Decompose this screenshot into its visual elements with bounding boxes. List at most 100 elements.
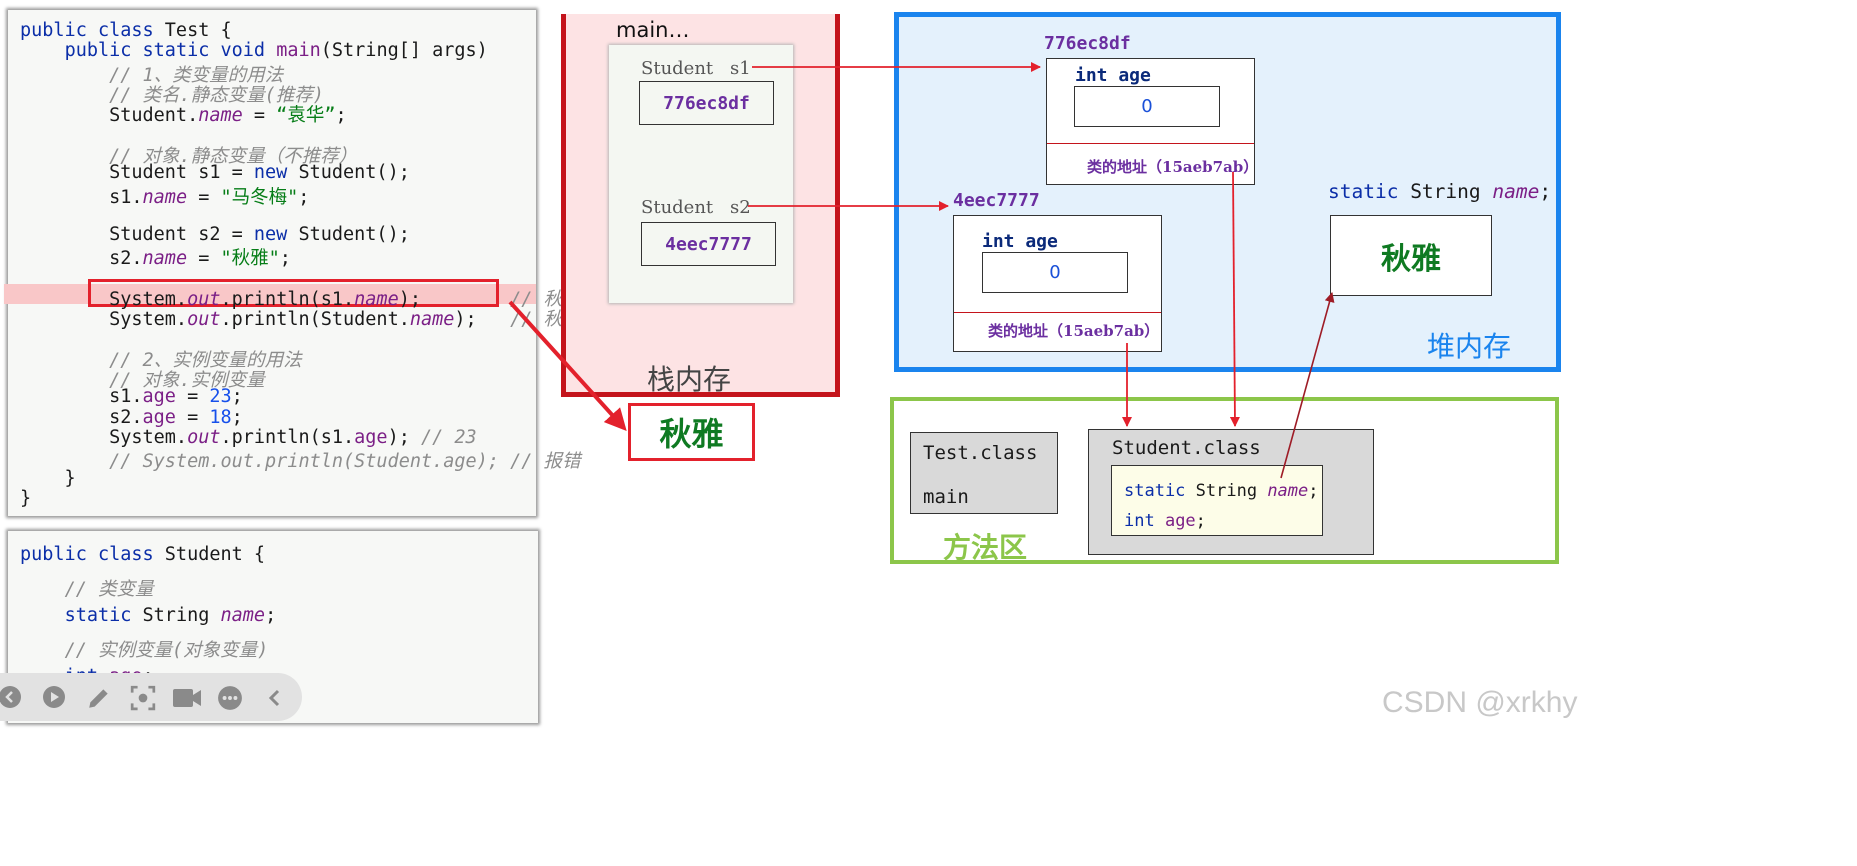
- test-class-box: Test.class main: [910, 432, 1058, 514]
- code-token: String: [131, 605, 221, 626]
- student-class-box: Student.class static String name; int ag…: [1088, 429, 1374, 555]
- code-token: .println(s1.: [220, 288, 355, 310]
- code-token: public static void: [64, 40, 266, 62]
- pen-icon[interactable]: [86, 685, 112, 711]
- object2-address: 4eec7777: [953, 190, 1040, 211]
- code-line: static String name;: [20, 605, 277, 626]
- code-token: =: [242, 105, 277, 127]
- code-token: name: [142, 247, 188, 269]
- code-token: ;: [279, 247, 291, 269]
- code-token: }: [20, 467, 76, 489]
- code-token: Student.: [20, 105, 199, 127]
- student-object-s1: int age 0 类的地址（15aeb7ab）: [1046, 58, 1259, 185]
- code-token: =: [175, 386, 210, 408]
- code-line: // 对象.静态变量（不推荐）: [20, 142, 357, 168]
- test-code-panel: public class Test { public static void m…: [4, 10, 581, 516]
- code-token: public class: [20, 544, 154, 565]
- code-token: (String[] args): [320, 40, 488, 62]
- code-token: =: [175, 406, 210, 428]
- code-token: s1.: [20, 186, 143, 208]
- code-token: // 2、实例变量的用法: [109, 349, 302, 371]
- code-line: Student.name = “袁华”;: [20, 101, 347, 127]
- code-token: Student();: [287, 223, 410, 245]
- code-token: s2.: [20, 247, 143, 269]
- code-token: ;: [298, 186, 310, 208]
- code-token: // 类变量: [64, 578, 154, 600]
- main-frame-title: main…: [616, 18, 690, 42]
- static-name-to-heap-arrow: [1280, 292, 1335, 479]
- code-token: }: [20, 488, 32, 510]
- static-type: String: [1398, 180, 1493, 203]
- camera-icon[interactable]: [172, 687, 202, 709]
- object1-to-class-arrow: [1229, 171, 1240, 427]
- field1-keyword: static: [1124, 481, 1186, 501]
- csdn-watermark: CSDN @xrkhy: [1382, 686, 1578, 719]
- code-line: s2.age = 18;: [20, 407, 243, 428]
- code-token: // 对象.实例变量: [109, 369, 265, 391]
- object1-address: 776ec8df: [1044, 33, 1131, 54]
- object2-divider: [954, 312, 1161, 313]
- code-token: Student();: [287, 162, 410, 184]
- back-icon[interactable]: [0, 685, 22, 709]
- s2-type-label: Student: [641, 197, 714, 218]
- code-line: Student s1 = new Student();: [20, 162, 410, 183]
- code-line: public class Test {: [20, 20, 232, 41]
- code-token: age: [142, 386, 176, 408]
- code-token: // 类名.静态变量(推荐): [109, 85, 324, 107]
- code-token: // System.out.println(Student.age); // 报…: [109, 451, 581, 473]
- code-token: System.: [20, 308, 188, 330]
- static-name: name: [1492, 180, 1540, 203]
- code-token: static: [64, 605, 132, 626]
- collapse-icon[interactable]: [265, 687, 285, 709]
- student-class-fields: static String name; int age;: [1111, 465, 1323, 536]
- field2-keyword: int: [1124, 511, 1155, 531]
- object1-divider: [1047, 143, 1254, 144]
- code-token: =: [187, 186, 221, 208]
- code-token: name: [198, 105, 243, 127]
- object1-class-address: 类的地址（15aeb7ab）: [1087, 158, 1259, 176]
- code-token: name: [142, 186, 188, 208]
- screenshot-icon[interactable]: [130, 685, 156, 711]
- println-to-output-arrow: [508, 300, 627, 431]
- code-token: "马冬梅": [220, 186, 299, 208]
- code-token: public class: [20, 20, 154, 41]
- code-token: ;: [335, 105, 347, 127]
- s2-var-label: s2: [730, 197, 751, 218]
- test-class-label: Test.class: [923, 442, 1038, 464]
- code-token: name: [354, 288, 399, 310]
- code-token: // 实例变量(对象变量): [64, 639, 269, 661]
- field1-name: name: [1267, 481, 1309, 501]
- code-token: Student s1 =: [20, 162, 254, 184]
- code-token: out: [187, 427, 221, 448]
- code-line: }: [20, 488, 31, 509]
- code-token: age: [354, 427, 388, 448]
- object2-class-address: 类的地址（15aeb7ab）: [988, 322, 1160, 340]
- object2-age-value: 0: [982, 252, 1128, 293]
- code-token: s1.: [20, 386, 143, 408]
- s1-var-label: s1: [730, 58, 751, 79]
- code-line: // 1、类变量的用法: [20, 61, 283, 87]
- code-line: s1.name = "马冬梅";: [20, 183, 309, 209]
- code-line: // 实例变量(对象变量): [20, 636, 269, 662]
- object1-age-value: 0: [1074, 86, 1220, 127]
- code-token: “袁华”: [276, 105, 336, 127]
- code-line: System.out.println(s1.age); // 23: [20, 427, 477, 448]
- presentation-toolbar: [0, 673, 302, 721]
- println-output-box: 秋雅: [628, 403, 755, 461]
- play-icon[interactable]: [42, 685, 66, 709]
- code-token: );: [398, 288, 511, 310]
- code-token: // 对象.静态变量（不推荐）: [109, 146, 358, 168]
- code-line: s1.age = 23;: [20, 386, 243, 407]
- static-name-value-box: 秋雅: [1330, 215, 1492, 296]
- code-token: ;: [231, 386, 243, 408]
- code-token: ;: [231, 406, 243, 428]
- highlighted-statement-box: [88, 279, 499, 307]
- code-line: public static void main(String[] args): [20, 40, 488, 61]
- field2-name: age: [1154, 511, 1196, 531]
- code-token: age: [142, 406, 176, 428]
- code-token: // 23: [421, 427, 477, 448]
- code-token: main: [276, 40, 321, 62]
- more-icon[interactable]: [217, 685, 243, 711]
- code-token: name: [409, 308, 455, 330]
- code-line: // 对象.实例变量: [20, 366, 265, 392]
